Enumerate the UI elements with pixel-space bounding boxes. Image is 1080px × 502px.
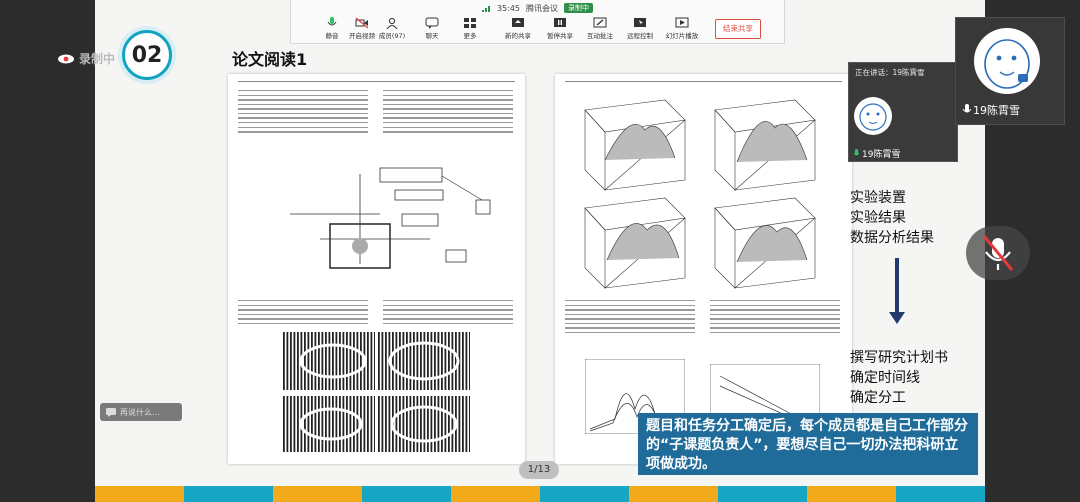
paper-page-left — [228, 74, 525, 464]
toolbar-button-label: 暂停共享 — [547, 32, 573, 40]
toolbar-button-label: 幻灯片播放 — [665, 32, 699, 40]
signal-icon — [481, 5, 490, 12]
toolbar-button-remote-control[interactable]: 远程控制 — [621, 17, 659, 43]
meeting-app-name: 腾讯会议 — [526, 3, 559, 13]
slide-bottom-stripe — [95, 486, 985, 502]
toolbar-button-pause[interactable]: 暂停共享 — [541, 17, 579, 43]
slideshow-icon — [675, 17, 689, 28]
fringe-image — [378, 396, 470, 452]
outline-item: 数据分析结果 — [850, 230, 934, 246]
experimental-setup-diagram — [290, 167, 491, 269]
speaking-label: 正在讲话：19陈霄雪 — [855, 68, 925, 77]
stripe-segment — [718, 486, 807, 502]
record-label: 录制中 — [79, 51, 116, 66]
camera-off-icon — [355, 17, 369, 29]
toolbar-button-slideshow[interactable]: 幻灯片播放 — [663, 17, 701, 43]
line-plot — [585, 359, 685, 434]
slide-outline-list: 实验装置 实验结果 数据分析结果 — [850, 188, 970, 248]
stripe-segment — [629, 486, 718, 502]
left-black-bar — [0, 0, 95, 502]
toolbar-button-more[interactable]: 更多 — [451, 17, 489, 43]
text-block — [383, 90, 513, 136]
stripe-segment — [273, 486, 362, 502]
avatar-face-icon — [984, 39, 1030, 89]
share-icon — [512, 18, 524, 27]
record-indicator[interactable]: 录制中 — [57, 50, 115, 66]
toolbar-button-label: 成员(97) — [378, 32, 406, 40]
fringe-image — [283, 332, 375, 390]
outline-item: 实验结果 — [850, 210, 906, 226]
participant-name: 19陈霄雪 — [853, 147, 900, 160]
stripe-segment — [807, 486, 896, 502]
participant-name: 19陈霄雪 — [962, 102, 1020, 118]
page-indicator[interactable]: 1/13 — [519, 461, 559, 479]
toolbar-button-camera-off[interactable]: 开启视频 — [343, 17, 381, 43]
meeting-toolbar: 35:45 腾讯会议 录制中 静音 开启视频成员(97) 聊天 更多 新的共享 暂停共享 互… — [290, 0, 785, 44]
toolbar-button-label: 新的共享 — [505, 32, 531, 40]
down-arrow-icon — [889, 258, 905, 324]
stripe-segment — [184, 486, 273, 502]
callout-box: 题目和任务分工确定后，每个成员都是自己工作部分的“子课题负责人”，要想尽自己一切… — [638, 413, 978, 475]
end-share-button[interactable]: 结束共享 — [715, 19, 761, 39]
text-block — [238, 300, 368, 327]
cloud-record-icon — [58, 54, 74, 64]
meeting-time: 35:45 — [496, 3, 521, 13]
chat-icon — [425, 17, 439, 29]
text-block — [238, 90, 368, 136]
plan-list: 撰写研究计划书 确定时间线 确定分工 — [850, 348, 980, 408]
mute-toggle-button[interactable] — [966, 226, 1030, 280]
stripe-segment — [95, 486, 184, 502]
page-header-line — [238, 80, 515, 82]
plan-item: 撰写研究计划书 — [850, 350, 948, 366]
page-header-line — [565, 80, 842, 82]
mic-icon — [853, 149, 860, 156]
stripe-segment — [540, 486, 629, 502]
toolbar-button-label: 远程控制 — [627, 32, 653, 40]
text-block — [710, 300, 840, 337]
more-icon — [464, 18, 476, 28]
toolbar-button-annotate[interactable]: 互动批注 — [581, 17, 619, 43]
toolbar-button-share[interactable]: 新的共享 — [499, 17, 537, 43]
section-title: 论文阅读1 — [232, 50, 308, 69]
stripe-segment — [362, 486, 451, 502]
toolbar-button-label: 聊天 — [425, 32, 439, 40]
meeting-status-bar: 35:45 腾讯会议 录制中 — [291, 2, 784, 14]
stripe-segment — [896, 486, 985, 502]
live-badge: 录制中 — [564, 3, 594, 13]
paper-page-right — [555, 74, 852, 464]
avatar-face-icon — [859, 103, 887, 131]
annotate-icon — [593, 17, 607, 28]
pause-icon — [554, 18, 566, 27]
plan-item: 确定时间线 — [850, 370, 920, 386]
mic-icon — [962, 104, 971, 113]
text-block — [383, 300, 513, 327]
toolbar-button-members[interactable]: 成员(97) — [373, 17, 411, 43]
toolbar-button-label: 互动批注 — [587, 32, 613, 40]
text-block — [565, 300, 695, 337]
section-number-badge: 02 — [122, 30, 172, 80]
outline-item: 实验装置 — [850, 190, 906, 206]
toolbar-button-label: 开启视频 — [349, 32, 375, 40]
stripe-segment — [451, 486, 540, 502]
video-tile-speaker[interactable]: 正在讲话：19陈霄雪 19陈霄雪 — [848, 62, 958, 162]
toolbar-button-chat[interactable]: 聊天 — [413, 17, 451, 43]
toolbar-button-label: 更多 — [463, 32, 477, 40]
avatar — [854, 97, 892, 135]
mic-off-icon — [982, 235, 1014, 271]
remote-control-icon — [634, 18, 646, 27]
fringe-image — [378, 332, 470, 390]
toolbar-button-mic[interactable]: 静音 — [313, 17, 351, 43]
chat-input-pill[interactable]: 再说什么... — [100, 403, 182, 421]
members-icon — [386, 17, 398, 29]
fringe-image — [283, 396, 375, 452]
section-number: 02 — [131, 42, 163, 68]
chat-bubble-icon — [106, 407, 116, 417]
surface-plots — [584, 99, 816, 289]
chat-placeholder: 再说什么... — [120, 407, 160, 417]
plan-item: 确定分工 — [850, 390, 906, 406]
avatar — [974, 28, 1040, 94]
toolbar-button-label: 静音 — [325, 32, 339, 40]
video-tile-main[interactable]: 19陈霄雪 — [955, 17, 1065, 125]
mic-icon — [327, 17, 337, 26]
